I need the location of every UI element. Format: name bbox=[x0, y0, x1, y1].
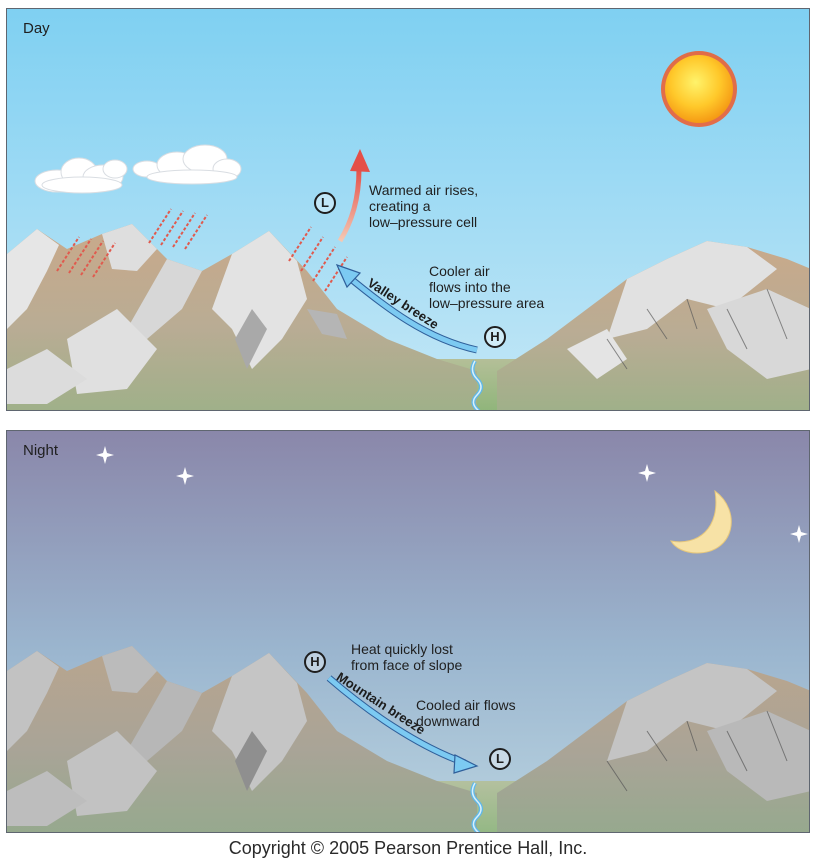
cloud-right bbox=[132, 144, 242, 185]
stars bbox=[96, 446, 808, 543]
night-right-mountain-range bbox=[497, 663, 809, 832]
mountain-breeze-arrow bbox=[326, 675, 479, 774]
night-panel: Night H Heat quickly lost from face of s… bbox=[6, 430, 810, 833]
day-warm-air-callout: Warmed air rises, creating a low–pressur… bbox=[369, 182, 479, 230]
left-mountain-range bbox=[7, 224, 477, 410]
sun-icon bbox=[661, 51, 737, 127]
star-icon bbox=[176, 467, 194, 485]
star-icon bbox=[790, 525, 808, 543]
day-scene bbox=[7, 9, 809, 410]
night-title: Night bbox=[23, 442, 59, 459]
copyright-footer: Copyright © 2005 Pearson Prentice Hall, … bbox=[228, 838, 588, 858]
night-scene bbox=[7, 431, 809, 832]
cloud-left bbox=[34, 157, 128, 194]
night-high-pressure-marker: H bbox=[304, 651, 326, 673]
valley-breeze-arrow bbox=[335, 263, 478, 354]
day-high-pressure-marker: H bbox=[484, 326, 506, 348]
day-cool-air-callout: Cooler air flows into the low–pressure a… bbox=[429, 263, 545, 311]
moon-icon bbox=[670, 489, 732, 554]
right-mountain-range bbox=[497, 241, 809, 410]
night-left-mountain-range bbox=[7, 646, 477, 832]
rising-air-arrow bbox=[337, 149, 370, 243]
day-title: Day bbox=[23, 20, 50, 37]
night-cooled-air-callout: Cooled air flows downward bbox=[416, 697, 516, 729]
night-heat-lost-callout: Heat quickly lost from face of slope bbox=[351, 641, 463, 673]
star-icon bbox=[638, 464, 656, 482]
heat-rise-arrows bbox=[56, 208, 348, 292]
star-icon bbox=[96, 446, 114, 464]
day-low-pressure-marker: L bbox=[314, 192, 336, 214]
night-low-pressure-marker: L bbox=[489, 748, 511, 770]
day-panel: Day L Warmed air rises, creating a low–p… bbox=[6, 8, 810, 411]
